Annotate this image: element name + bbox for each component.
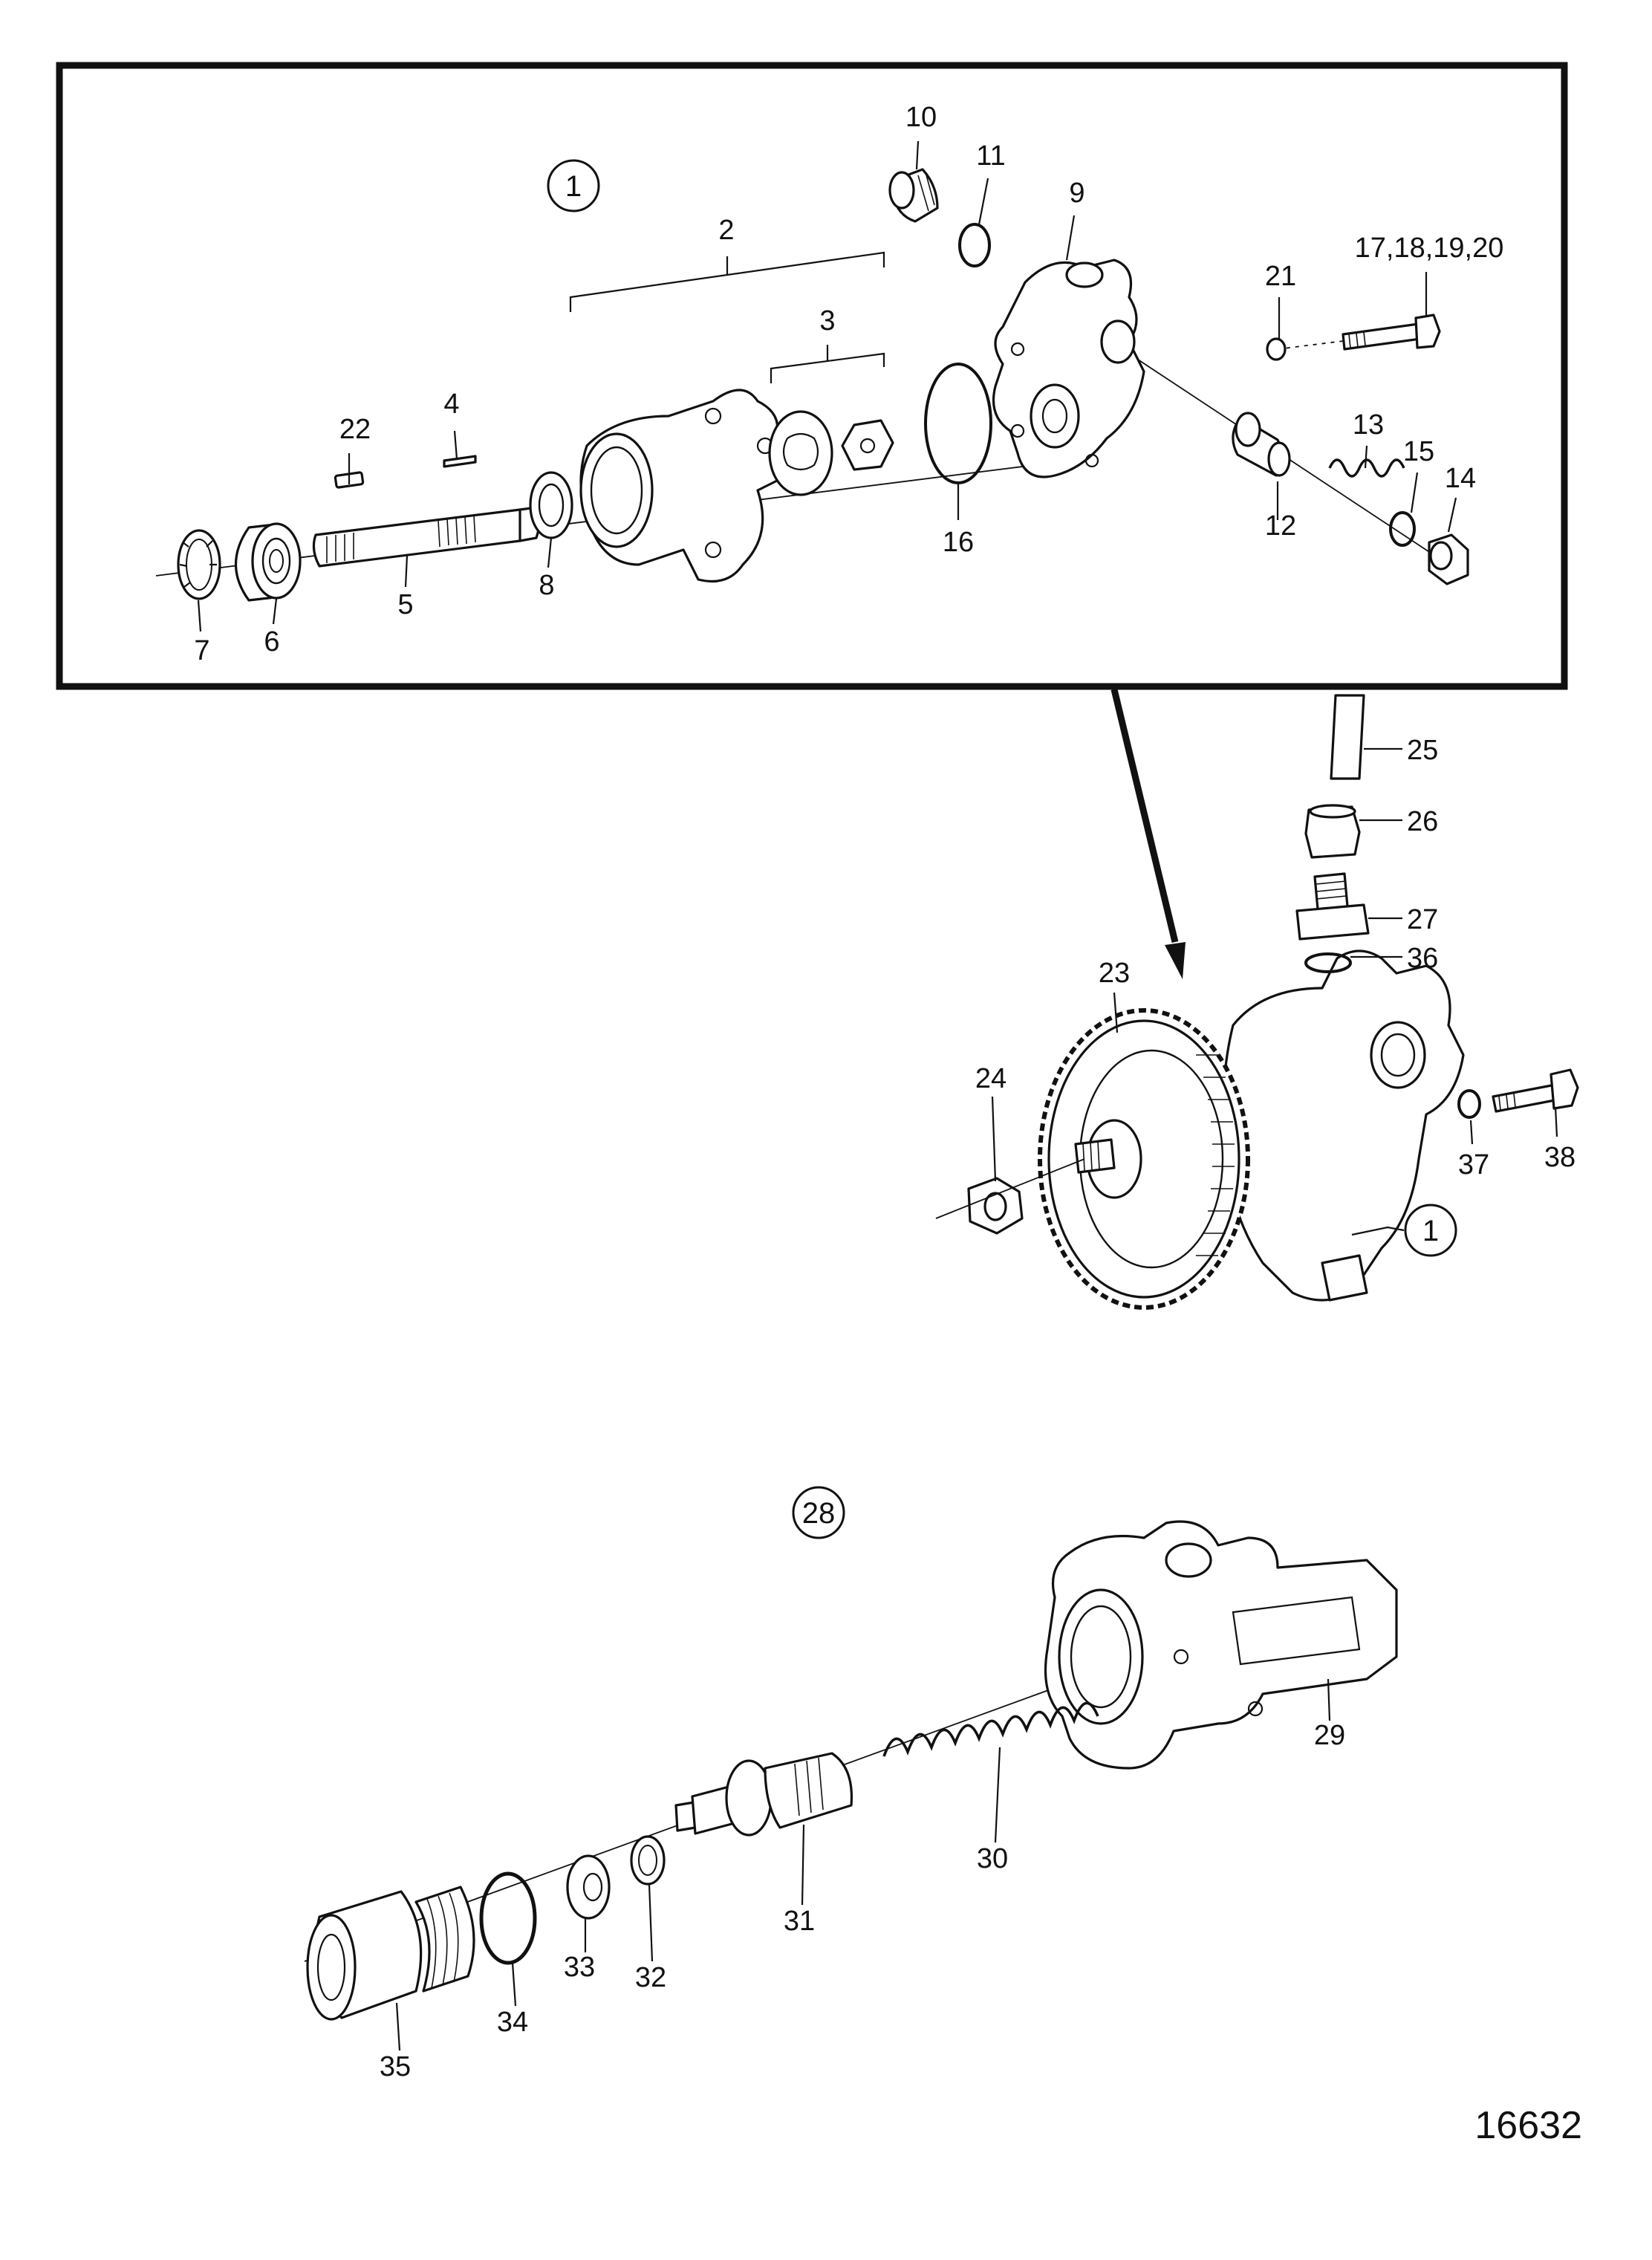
svg-text:1: 1	[565, 170, 582, 203]
detail-to-pump-arrow	[1110, 688, 1179, 944]
labels-detail: 7 6 5 8 22 4 2 3 16 10 11 9 12 13 15 14 …	[194, 102, 1503, 666]
bracket-part-3	[770, 345, 885, 383]
label-11: 11	[976, 140, 1005, 172]
label-38: 38	[1544, 1142, 1575, 1173]
part-21-washer	[1266, 337, 1287, 361]
label-37: 37	[1458, 1149, 1489, 1181]
label-17-20: 17,18,19,20	[1355, 233, 1504, 264]
label-27: 27	[1407, 904, 1438, 935]
label-34: 34	[497, 2007, 528, 2038]
leader-lines-pump	[991, 747, 1558, 1236]
part-36-sealing-washer	[1304, 952, 1352, 973]
part-24-gear-nut	[967, 1177, 1024, 1235]
label-32: 32	[635, 1962, 666, 1993]
part-14-hex-plug	[1428, 533, 1469, 585]
part-34-o-ring	[479, 1871, 537, 1965]
label-5: 5	[397, 589, 413, 620]
svg-text:28: 28	[802, 1497, 836, 1530]
label-36: 36	[1407, 943, 1438, 974]
part-31-valve-piston	[674, 1752, 853, 1837]
part-5-drive-shaft	[312, 506, 541, 568]
part-25-pipe	[1330, 694, 1365, 780]
label-29: 29	[1314, 1720, 1345, 1751]
part-33-washer	[566, 1854, 611, 1920]
leader-lines-valve	[395, 1678, 1331, 2051]
label-22: 22	[339, 414, 371, 445]
label-10: 10	[905, 102, 937, 133]
labels-pump: 25 26 27 36 23 24 37 38	[975, 735, 1575, 1181]
label-16: 16	[943, 527, 974, 558]
part-2-front-housing	[579, 389, 789, 583]
label-21: 21	[1265, 261, 1296, 292]
assembly-ref-1-top: 1	[547, 159, 600, 212]
label-26: 26	[1407, 806, 1438, 837]
detail-frame	[56, 62, 1568, 690]
part-11-o-ring	[958, 223, 991, 267]
leader-lines-detail	[197, 140, 1457, 632]
part-13-spring	[1328, 458, 1405, 478]
assembly-ref-1-pump: 1	[1404, 1204, 1457, 1257]
label-25: 25	[1407, 735, 1438, 766]
pump-assembly-body	[1222, 949, 1465, 1302]
part-8-shaft-seal	[529, 471, 573, 539]
label-30: 30	[977, 1843, 1008, 1874]
label-33: 33	[564, 1952, 595, 1983]
svg-text:1: 1	[1422, 1215, 1439, 1247]
part-17-20-bolt	[1342, 314, 1441, 351]
part-15-sealing-washer	[1389, 511, 1416, 547]
part-29-valve-housing	[1044, 1520, 1398, 1770]
detail-to-pump-arrowhead	[1165, 942, 1186, 979]
bracket-part-2	[569, 251, 885, 312]
part-16-o-ring	[924, 363, 992, 484]
label-12: 12	[1265, 510, 1296, 542]
label-6: 6	[264, 626, 279, 657]
part-3-rotor-set	[768, 410, 894, 496]
label-9: 9	[1069, 178, 1084, 209]
part-23-drive-gear	[1038, 1008, 1250, 1310]
label-24: 24	[975, 1063, 1007, 1094]
part-27-nipple	[1295, 872, 1370, 941]
part-7-circlip	[177, 529, 221, 600]
labels-valve: 29 30 31 32 33 34 35	[380, 1720, 1345, 2082]
label-23: 23	[1099, 958, 1130, 989]
label-14: 14	[1445, 463, 1476, 494]
part-9-rear-cover	[992, 259, 1145, 478]
label-8: 8	[539, 570, 554, 601]
gear-axis-line	[935, 1158, 1085, 1219]
label-2: 2	[718, 215, 734, 246]
part-12-valve-piston	[1232, 412, 1291, 477]
label-7: 7	[194, 635, 209, 666]
label-35: 35	[380, 2051, 411, 2082]
part-37-washer	[1457, 1089, 1481, 1119]
part-32-circlip	[630, 1835, 666, 1886]
figure-number: 16632	[1474, 2104, 1582, 2147]
label-4: 4	[443, 389, 459, 420]
label-31: 31	[784, 1906, 815, 1937]
label-15: 15	[1403, 436, 1434, 467]
part-4-pin	[443, 455, 477, 468]
label-13: 13	[1353, 409, 1384, 441]
part-38-bolt	[1492, 1068, 1579, 1113]
assembly-ref-28: 28	[792, 1486, 845, 1539]
part-6-ball-bearing	[235, 522, 302, 602]
label-3: 3	[819, 305, 835, 337]
part-30-valve-spring	[882, 1701, 1099, 1757]
part-10-plug	[888, 168, 939, 223]
part-26-union-nut	[1304, 804, 1361, 859]
part-35-threaded-plug	[306, 1886, 475, 2021]
